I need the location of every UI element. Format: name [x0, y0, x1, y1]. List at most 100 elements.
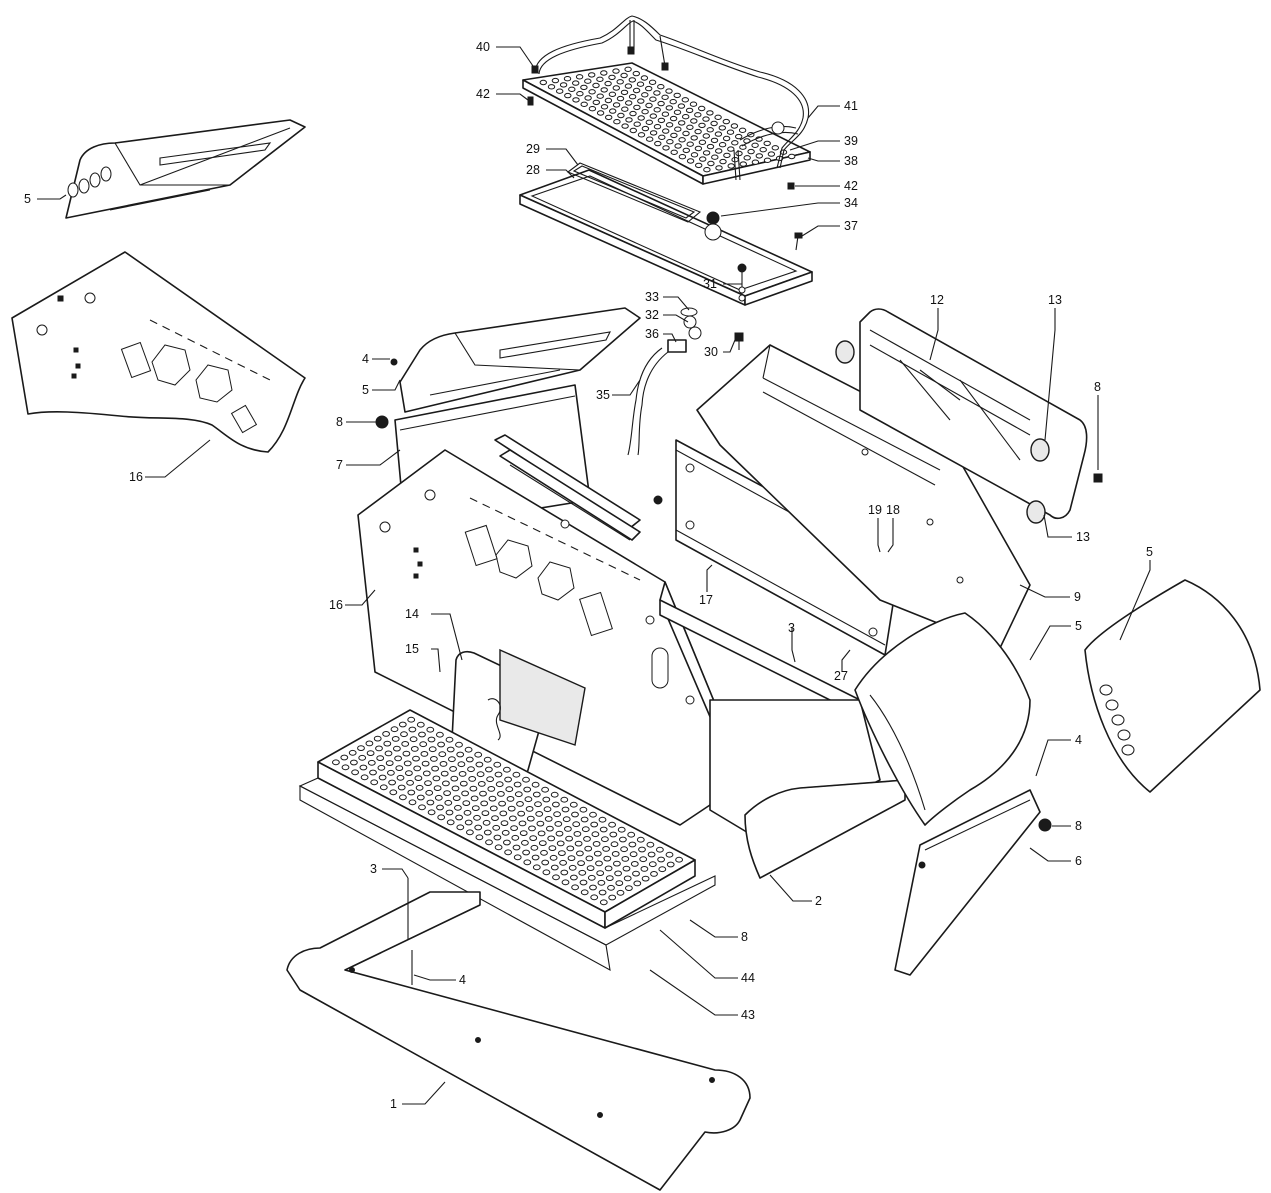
perforation-hole: [510, 825, 518, 831]
perforation-hole: [590, 894, 599, 901]
perforation-hole: [394, 755, 403, 762]
perforation-hole: [665, 88, 673, 94]
perforation-hole: [613, 860, 621, 867]
perforation-hole: [357, 745, 365, 751]
callout-2: 2: [815, 894, 822, 908]
perforation-hole: [601, 836, 609, 843]
perforation-hole: [648, 861, 657, 868]
callout-labels: 40 42 41 39 38 29 28 42 34 37 5 31 33 32…: [24, 40, 1153, 1111]
perforation-hole: [521, 839, 529, 846]
perforation-hole: [375, 745, 383, 752]
perforation-hole: [755, 153, 763, 159]
perforation-hole: [576, 850, 584, 857]
perforation-hole: [590, 821, 599, 828]
perforation-hole: [589, 884, 597, 891]
callout-36: 36: [645, 327, 659, 341]
perforation-hole: [706, 110, 714, 116]
perforation-hole: [735, 133, 743, 140]
callout-8-right-bottom: 8: [1075, 819, 1082, 833]
perforation-hole: [474, 751, 483, 758]
back-panel-part-9: [696, 344, 1031, 649]
perforation-hole: [604, 80, 612, 87]
callout-7: 7: [336, 458, 343, 472]
perforation-hole: [530, 844, 539, 851]
perforation-hole: [522, 776, 530, 783]
perforation-hole: [583, 836, 591, 842]
callout-27: 27: [834, 669, 848, 683]
perforation-hole: [551, 77, 560, 84]
perforation-hole: [485, 766, 493, 773]
perforation-hole: [454, 804, 462, 811]
perforation-hole: [677, 103, 686, 109]
perforation-hole: [498, 800, 507, 807]
perforation-hole: [480, 800, 489, 807]
perforation-hole: [714, 114, 722, 121]
perforation-hole: [418, 804, 426, 811]
perforation-hole: [648, 79, 657, 86]
perforation-hole: [694, 112, 702, 118]
perforation-hole: [456, 824, 465, 831]
perforation-hole: [718, 125, 726, 131]
perforation-hole: [569, 801, 578, 808]
perforation-hole: [536, 820, 545, 827]
callout-13-bottom: 13: [1076, 530, 1090, 544]
callout-4-bottom: 4: [459, 973, 466, 987]
perforation-hole: [445, 736, 454, 743]
perforation-hole: [690, 152, 699, 158]
perforation-hole: [633, 880, 642, 887]
perforation-hole: [432, 775, 441, 782]
perforation-hole: [640, 75, 649, 81]
perforation-hole: [710, 120, 718, 127]
perforation-hole: [455, 741, 463, 748]
perforation-hole: [525, 806, 534, 812]
perforation-hole: [412, 755, 420, 762]
perforation-hole: [512, 771, 521, 778]
perforation-hole: [431, 765, 440, 772]
perforation-hole: [646, 841, 655, 848]
perforation-hole: [621, 106, 629, 112]
perforation-hole: [588, 89, 596, 95]
perforation-hole: [348, 749, 357, 756]
perforation-hole: [694, 145, 703, 152]
perforation-hole: [584, 78, 592, 84]
perforation-hole: [649, 96, 657, 102]
perforation-hole: [673, 92, 681, 99]
perforation-hole: [440, 770, 449, 777]
perforation-hole: [641, 109, 649, 115]
perforation-hole: [580, 816, 589, 823]
perforation-hole: [407, 789, 416, 796]
perforation-hole: [541, 859, 550, 866]
perforation-hole: [504, 849, 513, 856]
perforation-hole: [559, 859, 567, 866]
perforation-hole: [685, 107, 694, 114]
perforation-hole: [451, 785, 460, 792]
perforation-hole: [711, 154, 719, 160]
perforation-hole: [471, 805, 480, 811]
perforation-hole: [587, 874, 596, 881]
perforation-hole: [670, 149, 678, 156]
perforation-hole: [767, 151, 776, 157]
side-door-part-6: [894, 789, 1052, 976]
callout-5-upper-left: 5: [24, 192, 31, 206]
perforation-hole: [622, 865, 631, 872]
perforation-hole: [738, 127, 747, 134]
perforation-hole: [464, 746, 473, 753]
perforation-hole: [788, 153, 796, 160]
perforation-hole: [529, 835, 538, 841]
perforation-hole: [602, 846, 610, 852]
perforation-hole: [401, 741, 410, 747]
perforation-hole: [598, 889, 607, 896]
perforation-hole: [419, 741, 428, 748]
perforation-hole: [387, 769, 395, 776]
top-cap-part-5-center: [390, 307, 641, 413]
perforation-hole: [621, 123, 629, 129]
perforation-hole: [593, 850, 602, 857]
perforation-hole: [430, 756, 438, 762]
perforation-hole: [504, 776, 513, 783]
callout-40: 40: [476, 40, 490, 54]
perforation-hole: [682, 147, 690, 154]
perforation-hole: [706, 127, 714, 133]
perforation-hole: [620, 846, 628, 853]
perforation-hole: [617, 112, 625, 119]
perforation-hole: [592, 82, 600, 89]
